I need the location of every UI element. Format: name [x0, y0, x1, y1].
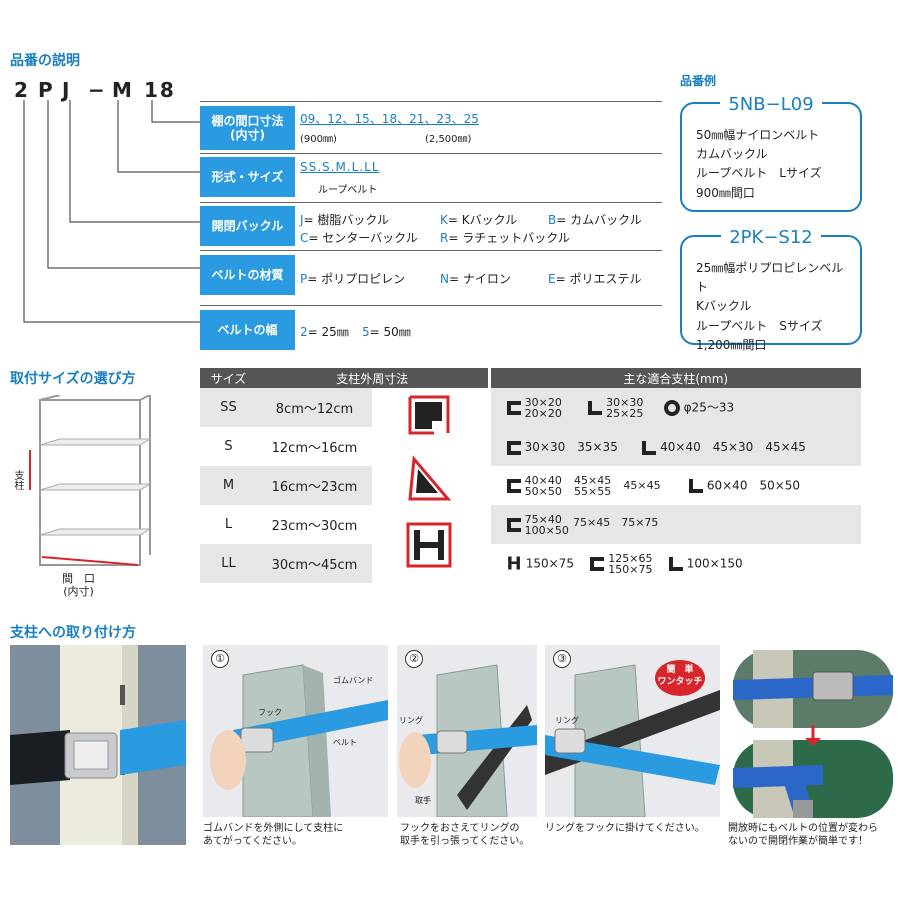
step-3-number: ③: [553, 650, 571, 668]
pillar-shape-icons: [406, 395, 452, 567]
attach-photo: [10, 645, 186, 845]
span-sub-min: (900㎜): [300, 134, 337, 145]
label-width: ベルトの幅: [200, 310, 295, 350]
span-sub-max: (2,500㎜): [425, 134, 472, 145]
step-3-illustration: [545, 664, 720, 818]
code-digit-width: 2: [14, 78, 30, 102]
step-1-caption: ゴムバンドを外側にして支柱にあてがってください。: [203, 823, 344, 847]
fits-s: 30×30 35×35 40×40 45×30 45×45: [487, 427, 861, 466]
shelf-label-span: 間 口 (内寸): [62, 572, 95, 599]
attach-note: 開放時にもベルトの位置が変わらないので開閉作業が簡単です！: [728, 823, 878, 847]
connector-lines: [23, 100, 200, 323]
step-1-panel: ① ゴムバンド フック ベルト: [203, 645, 388, 818]
span-values: 09、12、15、18、21、23、25: [300, 112, 479, 126]
step-3-panel: ③ リング 簡 単ワンタッチ: [545, 645, 720, 818]
step-2-panel: ② リング 取手: [397, 645, 537, 818]
example-code-1: 5NB−L09: [720, 94, 822, 115]
code-dash: −: [88, 78, 107, 102]
range-ss: 8cm〜12cm: [275, 402, 354, 417]
buckle-opt-r: R= ラチェットバックル: [440, 231, 570, 245]
step-2-number: ②: [405, 650, 423, 668]
size-s: S: [224, 439, 233, 454]
range-m: 16cm〜23cm: [271, 480, 358, 495]
step-1-label-hook: フック: [258, 708, 282, 717]
label-span: 棚の間口寸法(内寸): [200, 106, 295, 150]
label-buckle: 開閉バックル: [200, 206, 295, 246]
buckle-opt-j: J= 樹脂バックル: [300, 213, 390, 227]
width-opt-2: 2= 25㎜: [300, 325, 349, 339]
range-s: 12cm〜16cm: [271, 441, 358, 456]
step-3-label-ring: リング: [555, 716, 579, 725]
code-span: 18: [144, 78, 176, 102]
step-1-label-rubber: ゴムバンド: [333, 676, 374, 685]
one-touch-badge: 簡 単ワンタッチ: [655, 660, 705, 696]
width-opt-5: 5= 50㎜: [362, 325, 411, 339]
material-opt-p: P= ポリプロピレン: [300, 272, 406, 286]
code-material: P: [38, 78, 55, 102]
size-l: L: [224, 517, 233, 532]
example-code-2: 2PK−S12: [721, 227, 821, 248]
attach-title: 支柱への取り付け方: [10, 625, 136, 641]
pillar-icons: [372, 388, 489, 583]
explain-title: 品番の説明: [10, 53, 80, 69]
size-ll: LL: [221, 556, 236, 571]
type-values: SS.S.M.L.LL: [300, 160, 380, 174]
range-l: 23cm〜30cm: [271, 519, 358, 534]
th-fits: 主な適合支柱(mm): [487, 368, 861, 388]
buckle-opt-c: C= センターバックル: [300, 231, 418, 245]
th-range: 支柱外周寸法: [257, 368, 489, 388]
material-opt-e: E= ポリエステル: [548, 272, 642, 286]
shelf-illustration: [29, 395, 152, 566]
label-material: ベルトの材質: [200, 255, 295, 295]
size-title: 取付サイズの選び方: [10, 371, 136, 387]
material-opt-n: N= ナイロン: [440, 272, 511, 286]
code-buckle: J: [62, 78, 72, 102]
step-2-illustration: [399, 664, 537, 818]
label-type-size: 形式・サイズ: [200, 157, 295, 197]
type-sub: ループベルト: [318, 185, 378, 196]
step-1-label-belt: ベルト: [333, 738, 357, 747]
th-size: サイズ: [200, 368, 257, 388]
examples-title: 品番例: [680, 74, 717, 88]
step-3-caption: リングをフックに掛けてください。: [545, 823, 705, 834]
shelf-label-pillar: 支柱: [12, 470, 23, 490]
step-1-illustration: [210, 664, 388, 818]
size-ss: SS: [220, 400, 237, 415]
open-close-photos: [733, 650, 893, 818]
size-m: M: [222, 478, 235, 493]
example-card-2: 2PK−S12 25㎜幅ポリプロピレンベルト Kバックル ループベルト Sサイズ…: [680, 227, 862, 352]
buckle-opt-k: K= Kバックル: [440, 213, 518, 227]
step-2-label-handle: 取手: [415, 796, 431, 805]
range-ll: 30cm〜45cm: [271, 558, 358, 573]
example-card-1: 5NB−L09 50㎜幅ナイロンベルト カムバックル ループベルト Lサイズ 9…: [680, 94, 862, 212]
step-2-caption: フックをおさえてリングの取手を引っ張ってください。: [400, 823, 530, 847]
buckle-opt-b: B= カムバックル: [548, 213, 642, 227]
code-size: M: [112, 78, 134, 102]
step-2-label-ring: リング: [399, 716, 423, 725]
step-1-number: ①: [211, 650, 229, 668]
